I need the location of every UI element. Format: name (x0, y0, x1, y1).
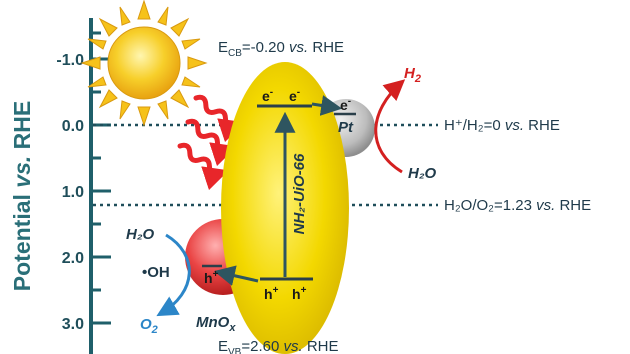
tick-label: 2.0 (62, 250, 84, 267)
light-wave-icons (177, 94, 245, 191)
hole-transfer-arrow (213, 265, 259, 286)
mof-label: NH₂-UiO-66 (291, 153, 308, 234)
electron-label-pt: e- (340, 96, 351, 113)
axis-tick-marks (91, 31, 111, 325)
tick-label: 3.0 (62, 316, 84, 333)
tick-label: 1.0 (62, 184, 84, 201)
h2-reference-label: H⁺/H₂=0 vs. RHE (444, 117, 560, 134)
sun-icon (80, 0, 208, 127)
o2-product-label: O2 (140, 316, 158, 336)
h2o-reactant-label-left: H₂O (126, 226, 155, 243)
tick-label: 0.0 (62, 118, 84, 135)
o2-reference-label: H₂O/O₂=1.23 vs. RHE (444, 197, 591, 214)
o2-evolution-arrow (156, 233, 191, 317)
hole-label: h+ (292, 285, 307, 302)
electron-label: e- (262, 87, 273, 104)
hydroxyl-radical-label: •OH (142, 264, 170, 281)
pt-label: Pt (338, 119, 354, 136)
mnox-label: MnOx (196, 314, 236, 334)
axis-title: Potential vs. RHE (9, 101, 35, 291)
conduction-band-label: ECB=-0.20 vs. RHE (218, 39, 344, 59)
h2-evolution-arrow (374, 79, 406, 174)
h2o-reactant-label-right: H₂O (408, 165, 437, 182)
electron-transfer-arrow (311, 95, 343, 116)
hole-label-mnox: h+ (204, 269, 219, 286)
hole-label: h+ (264, 285, 279, 302)
h2-product-label: H2 (404, 65, 421, 85)
valence-band-label: EVB=2.60 vs. RHE (218, 338, 339, 354)
electron-label: e- (289, 87, 300, 104)
tick-label: -1.0 (56, 52, 84, 69)
